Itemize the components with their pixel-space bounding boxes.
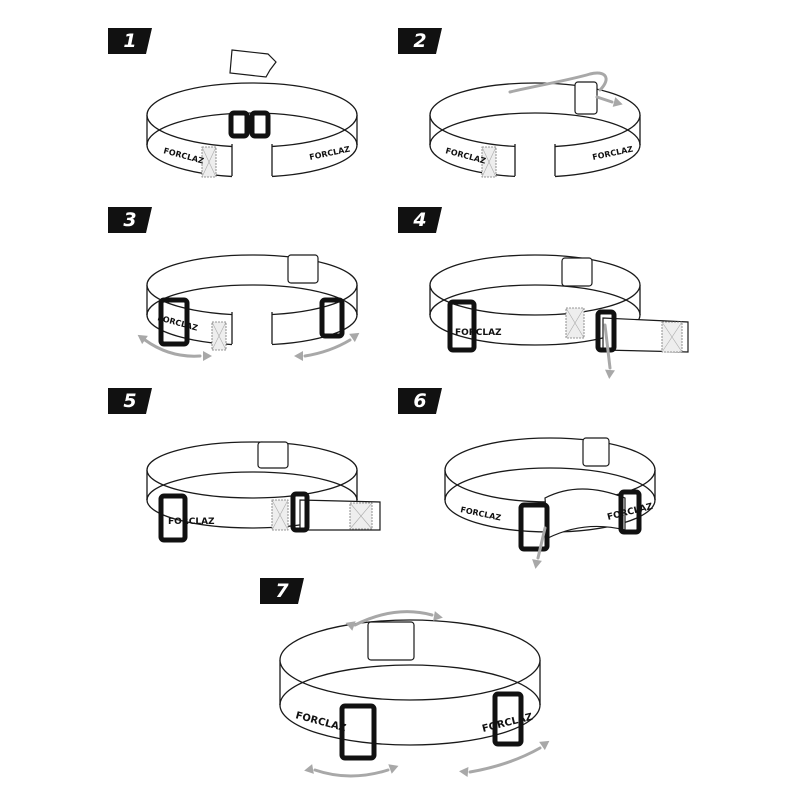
arrow-head — [304, 764, 314, 774]
belt-gap — [232, 143, 272, 185]
buckle — [447, 299, 477, 353]
arrow-head — [203, 351, 212, 361]
buckle — [249, 110, 271, 139]
arrow — [143, 338, 202, 358]
velcro-stitch — [211, 321, 227, 351]
step-badge-4: 4 — [398, 207, 442, 233]
buckle — [339, 703, 377, 761]
step-badge-6: 6 — [398, 388, 442, 414]
buckle — [618, 489, 642, 535]
arrow — [603, 323, 612, 370]
velcro-stitch — [481, 146, 497, 178]
buckle — [158, 493, 188, 543]
arrow-head — [345, 621, 356, 631]
velcro-stitch — [661, 321, 683, 353]
belt-end — [544, 488, 626, 539]
belt-inner-edge — [146, 284, 358, 316]
step-badge-3: 3 — [108, 207, 152, 233]
belt-gap — [232, 311, 272, 353]
lamp-mount — [561, 257, 593, 287]
arrow-head — [539, 740, 550, 751]
step-number: 5 — [123, 390, 137, 412]
velcro-stitch — [271, 499, 289, 531]
arrow — [353, 610, 434, 627]
velcro-stitch — [201, 146, 217, 178]
velcro-stitch — [565, 307, 585, 339]
belt-inner-edge — [429, 112, 641, 146]
arrow — [595, 95, 614, 104]
buckle — [228, 110, 250, 139]
velcro-stitch — [349, 502, 373, 530]
lamp-mount — [257, 441, 289, 469]
forclaz-logo: FORCLAZ — [168, 517, 215, 527]
arrow-head — [349, 332, 360, 343]
forclaz-logo: FORCLAZ — [455, 328, 502, 338]
step-number: 2 — [413, 30, 427, 52]
step-number: 1 — [123, 30, 137, 52]
buckle — [158, 297, 190, 347]
buckle — [319, 297, 345, 339]
belt-inner-edge — [429, 284, 641, 316]
belt-gap — [515, 143, 555, 185]
belt-step-2 — [429, 82, 641, 185]
step-badge-7: 7 — [260, 578, 304, 604]
arrow — [303, 338, 352, 358]
buckle — [518, 502, 550, 552]
step-badge-5: 5 — [108, 388, 152, 414]
arrow-head — [433, 611, 443, 621]
arrow-head — [137, 334, 148, 345]
arrow-head — [459, 767, 469, 777]
step-number: 6 — [413, 390, 427, 412]
arrow-head — [605, 369, 615, 379]
arrow — [508, 71, 608, 94]
step-badge-2: 2 — [398, 28, 442, 54]
step-number: 3 — [123, 209, 137, 231]
lamp-mount — [287, 254, 319, 284]
belt-top-edge — [146, 441, 358, 499]
arrow — [313, 768, 390, 778]
belt-inner-edge — [146, 471, 358, 501]
lamp-mount — [582, 437, 610, 467]
step-number: 4 — [413, 209, 427, 231]
arrow — [536, 526, 547, 560]
lamp-mount — [229, 49, 277, 78]
step-badge-1: 1 — [108, 28, 152, 54]
step-number: 7 — [275, 580, 289, 602]
arrow — [468, 746, 542, 774]
lamp-mount — [367, 621, 415, 661]
buckle — [595, 309, 617, 353]
belt-top-edge — [429, 82, 641, 148]
arrow-head — [388, 764, 399, 774]
belt-step-7 — [279, 619, 541, 746]
belt-inner-edge — [279, 664, 541, 706]
buckle — [290, 491, 310, 533]
arrow-head — [532, 559, 542, 569]
belt-inner-edge — [444, 467, 656, 501]
lamp-mount — [574, 81, 598, 115]
buckle — [492, 691, 524, 747]
arrow-head — [612, 97, 623, 107]
arrow-head — [294, 351, 303, 361]
